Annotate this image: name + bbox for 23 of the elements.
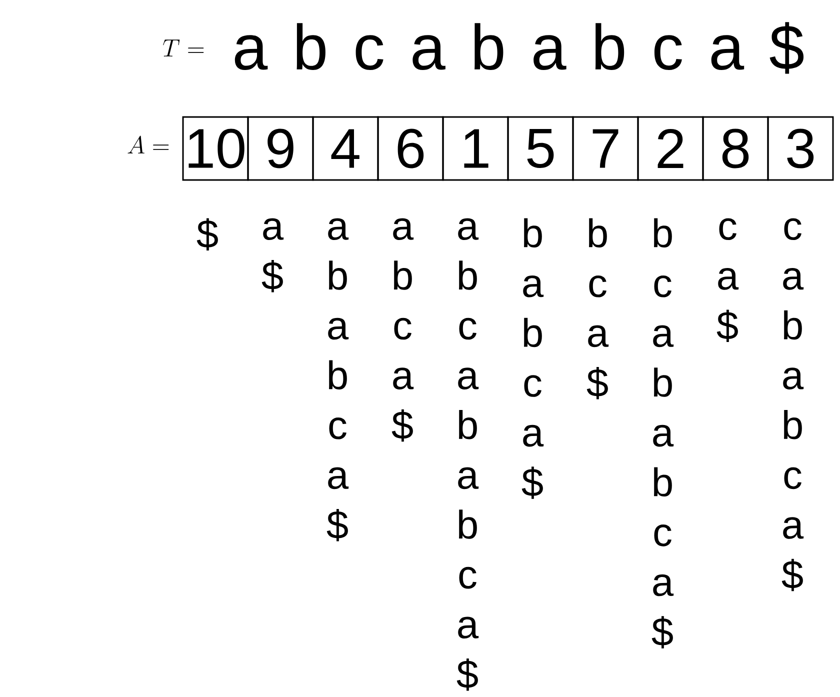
- array-cell: 1: [442, 116, 509, 181]
- equation-label: $T =$: [163, 40, 204, 56]
- suffix-column: a b c a b a b c a $: [456, 218, 479, 691]
- suffix-column: c a b a b c a $: [782, 218, 804, 592]
- suffix-column: a b a b c a $: [326, 218, 349, 542]
- array-cell: 5: [507, 116, 574, 181]
- suffix-column: a $: [262, 218, 284, 292]
- suffix-column: a b c a $: [392, 218, 414, 442]
- array-cell: 10: [182, 116, 249, 181]
- array-cell: 3: [767, 116, 834, 181]
- equation-label: $A =$: [128, 136, 169, 154]
- array-cell: 4: [312, 116, 379, 181]
- suffix-column: c a $: [716, 218, 739, 342]
- array-cell: 9: [247, 116, 314, 181]
- suffix-column: b c a $: [586, 218, 609, 400]
- array-cell: 6: [377, 116, 444, 181]
- string-text: a b c a b a b c a $: [234, 22, 804, 74]
- suffix-column: b a b c a $: [522, 218, 544, 499]
- suffix-column: $: [196, 218, 218, 250]
- array-cell: 8: [702, 116, 769, 181]
- suffix-column: b c a b a b c a $: [652, 218, 674, 648]
- array-cell: 2: [637, 116, 704, 181]
- array-cell: 7: [572, 116, 639, 181]
